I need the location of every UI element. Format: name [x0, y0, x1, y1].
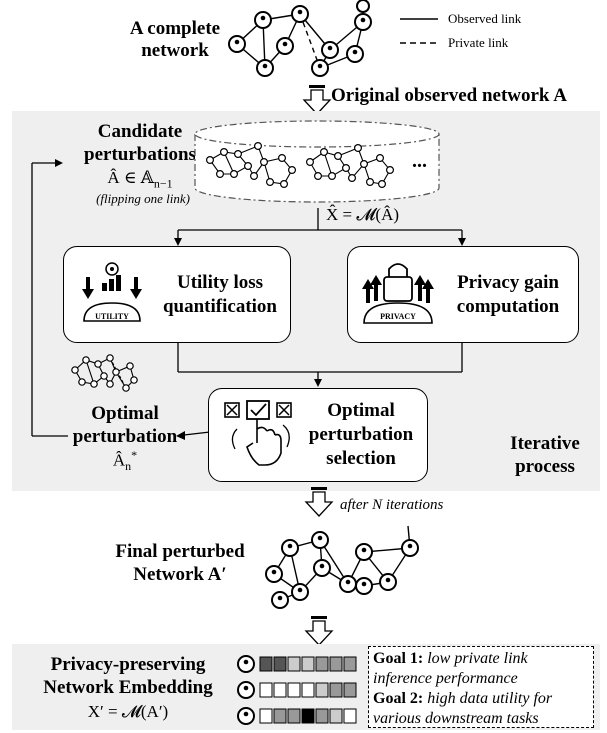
after-iterations-label: after N iterations [340, 497, 444, 513]
selection-title-line2: perturbation [308, 424, 414, 445]
complete-network-title: A complete network [100, 18, 250, 62]
candidate-ellipsis: ... [412, 150, 427, 172]
final-network-title-line1: Final perturbed [115, 541, 245, 562]
utility-title: Utility loss quantification [152, 271, 288, 319]
embedding-title-line2: Network Embedding [43, 677, 213, 698]
embedding-row-3 [237, 707, 357, 725]
goal-2-label: Goal 2: [373, 690, 424, 707]
candidate-cylinder [194, 120, 440, 203]
optimal-math-main: Â [112, 450, 126, 470]
legend-private-label: Private link [448, 35, 509, 50]
embedding-title: Privacy-preserving Network Embedding [28, 653, 228, 699]
utility-title-line1: Utility loss [176, 272, 264, 293]
goal-1-text-b: inference performance [373, 670, 518, 687]
embedding-title-line1: Privacy-preserving [50, 654, 206, 675]
embedding-math: X′ = 𝓜(A′) [87, 702, 169, 721]
final-network-title-line2: Network A′ [133, 564, 227, 585]
optimal-title-line1: Optimal [91, 403, 159, 424]
optimal-title-line2: perturbation [72, 426, 178, 447]
candidate-math-main: Â ∈ 𝔸 [107, 168, 154, 187]
utility-icon-text: UTILITY [95, 312, 129, 321]
privacy-title-line2: computation [456, 296, 560, 317]
complete-network-title-line1: A complete [129, 18, 221, 39]
goal-1-label: Goal 1: [373, 650, 424, 667]
candidate-note: (flipping one link) [96, 191, 190, 206]
optimal-math-sub: n [125, 459, 132, 474]
goals-box: Goal 1: low private link inference perfo… [368, 646, 594, 728]
mapping-label: X̂ = 𝓜(Â) [326, 205, 400, 224]
optimal-title: Optimal perturbation [65, 402, 185, 448]
embedding-row-2 [237, 681, 357, 699]
selection-title-line3: selection [326, 448, 396, 469]
down-arrow-1 [302, 85, 332, 115]
embedding-row-1 [237, 655, 357, 673]
iterative-label: Iterative process [490, 432, 600, 478]
embedding-vectors [237, 655, 357, 725]
candidate-math-sub: n−1 [153, 176, 173, 191]
goal-2-text-a: high data utility for [427, 690, 553, 707]
privacy-icon: PRIVACY [362, 263, 434, 324]
candidate-title: Candidate perturbations [70, 120, 210, 166]
final-network-graph [265, 525, 419, 609]
utility-title-line2: quantification [162, 296, 278, 317]
privacy-icon-text: PRIVACY [380, 312, 416, 321]
candidate-title-line2: perturbations [84, 144, 196, 165]
iterative-label-line2: process [515, 456, 575, 477]
optimal-network-graph [71, 354, 138, 392]
privacy-gain-box: PRIVACY Privacy gain computation [347, 246, 579, 343]
goal-2: Goal 2: high data utility for [373, 689, 589, 709]
legend-lines [400, 18, 438, 44]
privacy-title-line1: Privacy gain [457, 272, 559, 293]
selection-title-line1: Optimal [327, 400, 395, 421]
legend-observed-label: Observed link [448, 11, 522, 26]
optimal-math: Ân* [95, 448, 155, 474]
complete-network-title-line2: network [141, 40, 209, 61]
candidate-title-line1: Candidate [97, 121, 183, 142]
original-network-label: Original observed network A [331, 85, 567, 107]
down-arrow-2 [304, 487, 334, 517]
selection-box: Optimal perturbation selection [208, 388, 428, 482]
iterative-label-line1: Iterative [510, 433, 580, 454]
final-network-title: Final perturbed Network A′ [100, 540, 260, 586]
goal-2-text-b: various downstream tasks [373, 710, 539, 727]
selection-title: Optimal perturbation selection [297, 399, 425, 471]
selection-icon [224, 400, 292, 466]
utility-loss-box: UTILITY Utility loss quantification [63, 246, 291, 343]
optimal-math-sup: * [131, 448, 138, 462]
goal-1-text-a: low private link [427, 650, 528, 667]
down-arrow-3 [304, 616, 334, 646]
privacy-title: Privacy gain computation [440, 271, 576, 319]
candidate-math: Â ∈ 𝔸n−1 [80, 168, 200, 191]
original-network-label-text: Original observed network A [331, 85, 567, 106]
utility-icon: UTILITY [82, 262, 142, 322]
complete-network-graph [228, 0, 372, 77]
goal-1: Goal 1: low private link [373, 649, 589, 669]
